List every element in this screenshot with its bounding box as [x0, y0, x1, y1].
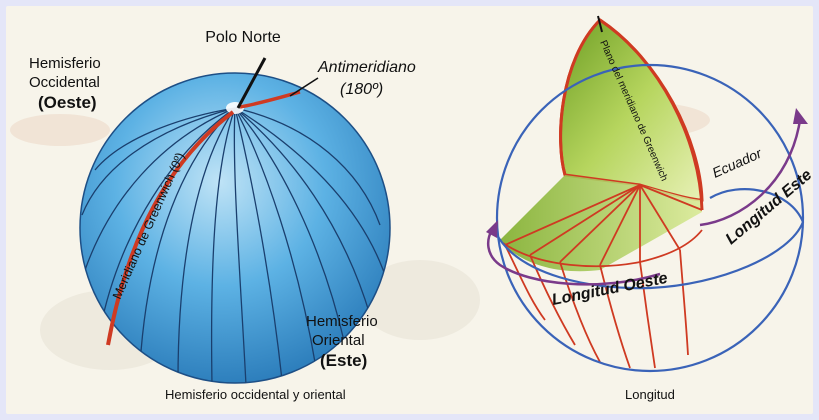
north-pole-label: Polo Norte — [205, 29, 281, 46]
equator-label: Ecuador — [710, 144, 765, 180]
antimeridian-label: Antimeridiano (180º) — [317, 59, 420, 98]
right-caption: Longitud — [625, 387, 675, 402]
west-hemisphere-label: Hemisferio Occidental (Oeste) — [29, 55, 105, 112]
east-hemisphere-label: Hemisferio Oriental (Este) — [306, 313, 382, 370]
left-caption: Hemisferio occidental y oriental — [165, 387, 346, 402]
west-arrowhead — [486, 220, 498, 238]
east-arrowhead — [793, 108, 808, 124]
globe-longitude — [486, 16, 808, 371]
